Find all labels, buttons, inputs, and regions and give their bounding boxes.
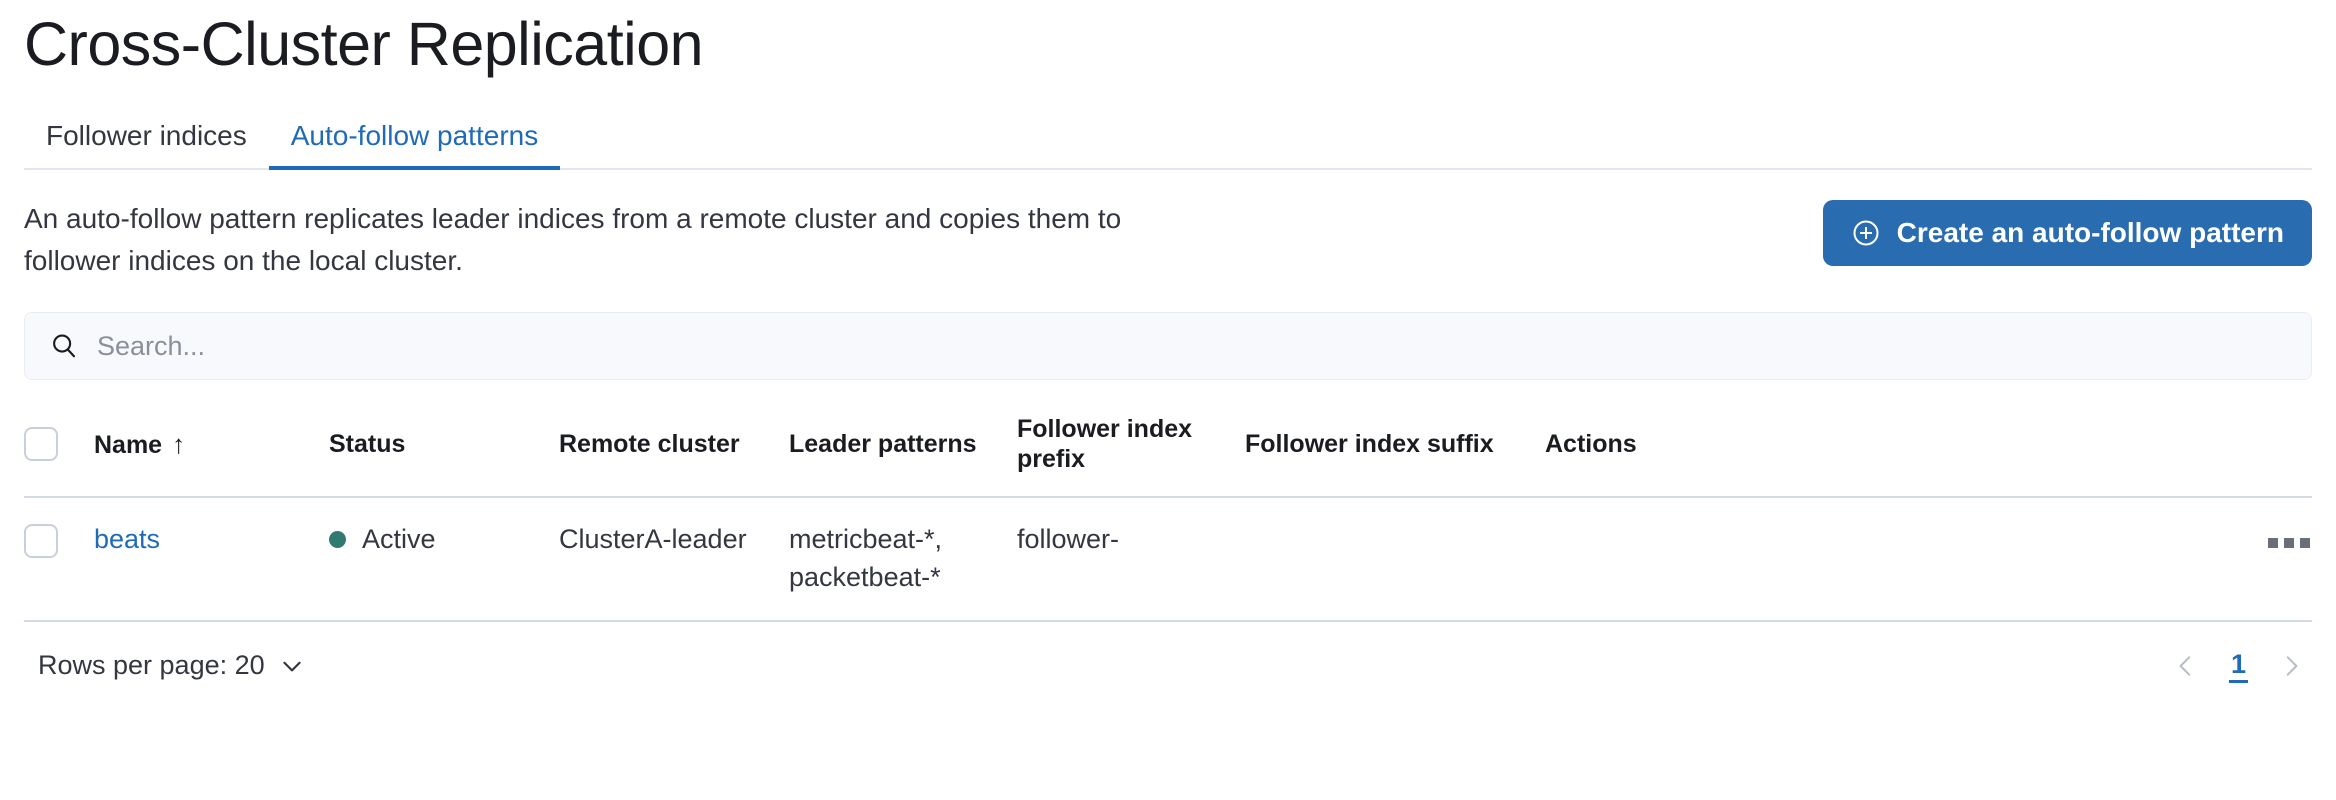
auto-follow-patterns-table: Name ↑ Status Remote cluster Leader patte… — [24, 406, 2312, 622]
row-select-cell — [24, 497, 94, 622]
header-name-label: Name — [94, 430, 163, 459]
header-follower-index-prefix[interactable]: Follower index prefix — [1017, 406, 1245, 498]
search-input[interactable] — [97, 330, 2287, 362]
header-leader-patterns[interactable]: Leader patterns — [789, 406, 1017, 498]
page-number-1[interactable]: 1 — [2228, 648, 2248, 683]
pagination: 1 — [2173, 648, 2304, 683]
rows-per-page-label: Rows per page: 20 — [38, 650, 265, 680]
chevron-left-icon[interactable] — [2173, 649, 2199, 683]
page-title: Cross-Cluster Replication — [24, 10, 704, 78]
cell-name: beats — [94, 497, 329, 622]
search-icon — [49, 331, 79, 361]
table-header-row: Name ↑ Status Remote cluster Leader patte… — [24, 406, 2312, 498]
page-description: An auto-follow pattern replicates leader… — [24, 203, 1122, 276]
status-dot-icon — [329, 530, 346, 548]
status-label: Active — [362, 524, 436, 554]
header-status[interactable]: Status — [329, 406, 559, 498]
more-actions-icon[interactable] — [2266, 532, 2312, 554]
create-auto-follow-pattern-button[interactable]: Create an auto-follow pattern — [1822, 200, 2312, 266]
header-remote-cluster[interactable]: Remote cluster — [559, 406, 789, 498]
cell-status: Active — [329, 497, 559, 622]
header-actions: Actions — [1545, 406, 2312, 498]
tab-bar: Follower indices Auto-follow patterns — [24, 108, 2312, 170]
cell-leader-patterns: metricbeat-*, packetbeat-* — [789, 497, 1017, 622]
cell-actions — [1545, 497, 2312, 622]
header-name[interactable]: Name ↑ — [94, 406, 329, 498]
row-checkbox[interactable] — [24, 523, 58, 558]
create-button-label: Create an auto-follow pattern — [1896, 217, 2284, 248]
plus-in-circle-icon — [1851, 218, 1881, 248]
tab-follower-indices[interactable]: Follower indices — [46, 120, 247, 151]
chevron-down-icon — [279, 653, 305, 679]
cell-remote-cluster: ClusterA-leader — [559, 497, 789, 622]
cell-follower-index-prefix: follower- — [1017, 497, 1245, 622]
cell-follower-index-suffix — [1245, 497, 1545, 622]
arrow-up-icon: ↑ — [172, 428, 186, 459]
pattern-name-link[interactable]: beats — [94, 524, 161, 554]
search-bar[interactable] — [24, 312, 2312, 380]
chevron-right-icon[interactable] — [2278, 649, 2304, 683]
table-footer: Rows per page: 20 1 — [24, 648, 2312, 683]
tab-auto-follow-patterns[interactable]: Auto-follow patterns — [268, 120, 561, 170]
description-row: An auto-follow pattern replicates leader… — [24, 198, 2312, 282]
rows-per-page-selector[interactable]: Rows per page: 20 — [38, 650, 305, 681]
header-select-all — [24, 406, 94, 498]
table-row: beats Active ClusterA-leader metricbeat-… — [24, 497, 2312, 622]
select-all-checkbox[interactable] — [24, 427, 58, 461]
header-follower-index-suffix[interactable]: Follower index suffix — [1245, 406, 1545, 498]
